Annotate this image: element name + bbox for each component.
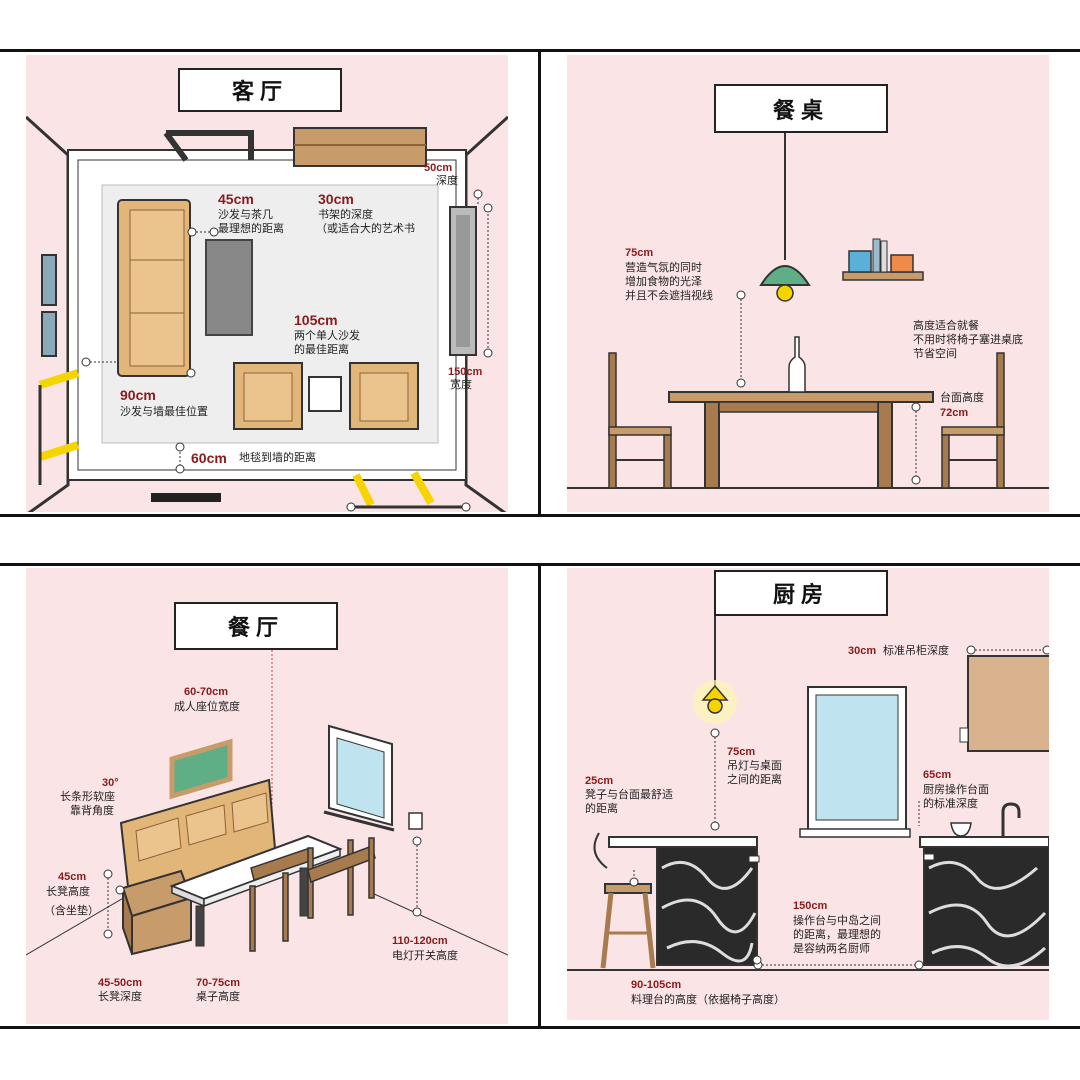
island-distance-label-2: 的距离，最理想的 (793, 928, 881, 941)
tv-depth-value: 50cm (424, 162, 453, 174)
counter-depth-label-2: 的标准深度 (923, 797, 978, 810)
dining-room-title: 餐厅 (227, 616, 284, 641)
living-room-title: 客厅 (231, 80, 288, 105)
armchairs-distance-label-1: 两个单人沙发 (294, 329, 360, 342)
lamp-height-label-2: 增加食物的光泽 (625, 275, 702, 288)
bench-height-value: 45cm (58, 871, 87, 883)
bench-depth-label: 长凳深度 (98, 990, 142, 1003)
kitchen-lamp-label-2: 之间的距离 (727, 773, 782, 786)
stool-distance-label-2: 的距离 (585, 802, 618, 815)
kitchen-title: 厨房 (772, 583, 829, 608)
tv-width-label: 宽度 (450, 378, 472, 391)
dining-table-panel: 餐桌 75cm 营造气氛的同时 增加食物的光泽 并且不会遮挡视线 高度适合就餐 … (567, 55, 1049, 512)
island-distance-value: 150cm (793, 900, 828, 912)
dining-room-panel: 餐厅 60-70cm 成人座位宽度 30° 长条形软座 靠背角度 45cm 长凳… (26, 568, 508, 1024)
kitchen-panel: 厨房 30cm 标准吊柜深度 75cm 吊灯与桌面 之间的距离 25cm 凳子与… (567, 568, 1049, 1020)
sofa-table-distance-value: 45cm (218, 191, 254, 207)
back-angle-label-2: 靠背角度 (70, 804, 114, 817)
living-room-floor-plan (26, 115, 508, 512)
bench-depth-value: 45-50cm (98, 977, 143, 989)
sofa-table-distance-label-2: 最理想的距离 (218, 222, 284, 235)
back-angle-label-1: 长条形软座 (60, 790, 115, 803)
shelf-depth-label-1: 书架的深度 (318, 208, 373, 221)
tv-depth-label: 深度 (436, 174, 458, 187)
kitchen-title-sign: 厨房 (714, 570, 888, 616)
armchairs-distance-label-2: 的最佳距离 (294, 343, 349, 356)
stool-distance-label-1: 凳子与台面最舒适 (585, 788, 673, 801)
armchairs-distance-value: 105cm (294, 312, 338, 328)
dining-table-height-value: 70-75cm (196, 977, 241, 989)
counter-height-value: 90-105cm (631, 979, 682, 991)
cabinet-depth-value: 30cm (848, 645, 877, 657)
stool-distance-value: 25cm (585, 775, 614, 787)
bench-height-label-1: 长凳高度 (46, 885, 90, 898)
kitchen-illustration (567, 613, 1049, 971)
counter-depth-value: 65cm (923, 769, 952, 781)
separator-vertical-bottom (538, 563, 541, 1029)
lamp-height-value: 75cm (625, 247, 654, 259)
shelf-depth-label-2: （或适合大的艺术书 (316, 222, 415, 235)
dining-room-title-sign: 餐厅 (174, 602, 338, 650)
living-room-title-sign: 客厅 (178, 68, 342, 112)
bench-height-label-2: （含坐垫） (44, 904, 99, 917)
lamp-height-label-1: 营造气氛的同时 (625, 261, 702, 274)
shelf-depth-value: 30cm (318, 191, 354, 207)
counter-depth-label-1: 厨房操作台面 (923, 783, 989, 796)
switch-height-value: 110-120cm (392, 935, 448, 947)
dining-table-title-sign: 餐桌 (714, 84, 888, 133)
table-height-label: 台面高度 (940, 391, 984, 404)
separator-vertical-top (538, 49, 541, 517)
counter-height-label: 料理台的高度（依据椅子高度） (631, 993, 785, 1006)
cabinet-depth-label: 标准吊柜深度 (883, 644, 949, 657)
sofa-wall-label: 沙发与墙最佳位置 (120, 405, 208, 418)
kitchen-lamp-value: 75cm (727, 746, 756, 758)
back-angle-value: 30° (102, 777, 119, 789)
chair-note-line-2: 不用时将椅子塞进桌底 (913, 333, 1023, 346)
sofa-wall-value: 90cm (120, 387, 156, 403)
living-room-panel: 客厅 45cm 沙发与茶几 最理想的距离 30cm 书架的深度 （或适合大的艺术… (26, 55, 508, 512)
lamp-height-label-3: 并且不会遮挡视线 (625, 289, 713, 302)
dining-table-title: 餐桌 (772, 98, 829, 124)
sofa-table-distance-label-1: 沙发与茶几 (218, 208, 273, 221)
chair-note-line-3: 节省空间 (913, 347, 957, 360)
island-distance-label-1: 操作台与中岛之间 (793, 914, 881, 927)
tv-width-value: 150cm (448, 366, 483, 378)
dining-table-height-label: 桌子高度 (196, 990, 240, 1003)
island-distance-label-3: 是容纳两名厨师 (793, 942, 870, 955)
seat-width-value: 60-70cm (184, 686, 229, 698)
dining-table-illustration (567, 129, 1049, 489)
switch-height-label: 电灯开关高度 (392, 949, 458, 962)
table-height-value: 72cm (940, 407, 969, 419)
dining-room-illustration (26, 638, 508, 956)
chair-note-line-1: 高度适合就餐 (913, 319, 979, 332)
rug-wall-label: 地毯到墙的距离 (239, 451, 316, 464)
rug-wall-value: 60cm (191, 450, 227, 466)
kitchen-lamp-label-1: 吊灯与桌面 (727, 759, 782, 772)
seat-width-label: 成人座位宽度 (174, 700, 240, 713)
